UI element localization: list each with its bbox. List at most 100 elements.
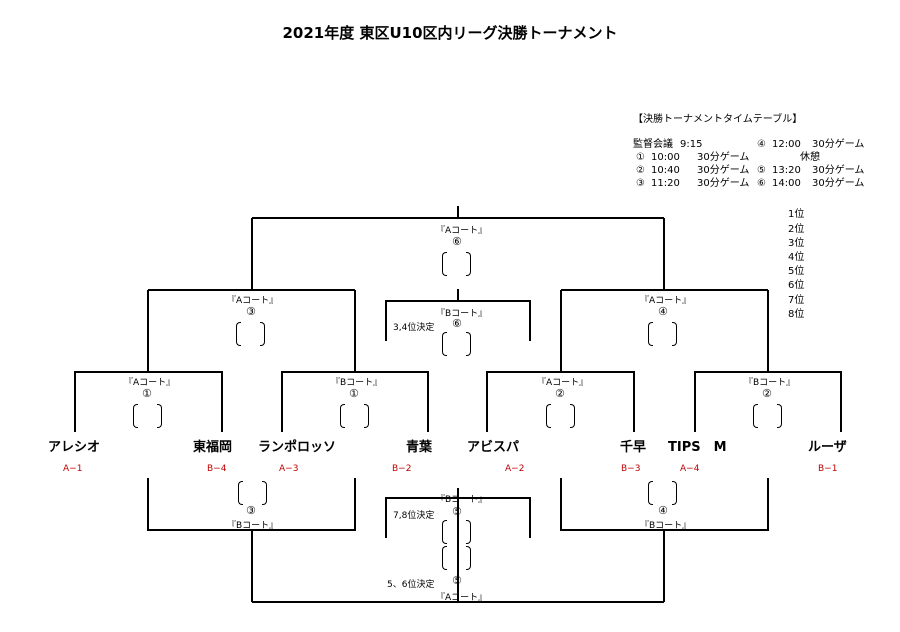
court-qf-2: 『Bコート』 [331, 378, 383, 388]
tt-row-4-time: 12:00 [772, 139, 801, 150]
rank-1: 1位 [788, 209, 805, 220]
score-bracket-right [672, 481, 677, 505]
timetable-heading: 【決勝トーナメントタイムテーブル】 [633, 114, 803, 125]
court-seventh-place: 『Bコート』 [436, 495, 488, 505]
game-final: ⑥ [452, 235, 462, 248]
score-bracket-right [777, 404, 782, 428]
seed-8: B−1 [818, 464, 838, 474]
score-bracket-left [442, 520, 447, 544]
tt-row-2-no: ② [636, 165, 645, 176]
seed-4: B−2 [392, 464, 412, 474]
score-bracket-left [648, 481, 653, 505]
tt-row-6-time: 14:00 [772, 178, 801, 189]
seed-5: A−2 [505, 464, 525, 474]
page-title: 2021年度 東区U10区内リーグ決勝トーナメント [282, 24, 618, 42]
seed-3: A−3 [279, 464, 299, 474]
court-lower-left: 『Bコート』 [227, 521, 279, 531]
game-qf-1: ① [142, 387, 152, 400]
score-bracket-right [364, 404, 369, 428]
rank-6: 6位 [788, 280, 805, 291]
court-third-place: 『Bコート』 [436, 309, 488, 319]
court-semi-left: 『Aコート』 [227, 296, 279, 306]
score-bracket-right [466, 520, 471, 544]
game-seventh-place: ⑤ [452, 505, 462, 518]
game-semi-right: ④ [658, 305, 668, 318]
meeting-label: 監督会議 [633, 139, 673, 150]
tt-row-4-dur: 30分ゲーム [812, 139, 865, 150]
tt-row-4-no: ④ [757, 139, 766, 150]
score-bracket-left [236, 322, 241, 346]
team-8: ルーザ [808, 440, 847, 455]
score-bracket-right [466, 546, 471, 570]
score-bracket-right [262, 481, 267, 505]
game-qf-4: ② [762, 387, 772, 400]
tt-row-2-dur: 30分ゲーム [697, 165, 750, 176]
score-bracket-left [648, 322, 653, 346]
tt-row-3-dur: 30分ゲーム [697, 178, 750, 189]
game-third-place: ⑥ [452, 317, 462, 330]
game-qf-2: ① [349, 387, 359, 400]
rank-2: 2位 [788, 224, 805, 235]
tt-row-6-no: ⑥ [757, 178, 766, 189]
game-qf-3: ② [555, 387, 565, 400]
court-fifth-place: 『Aコート』 [436, 593, 488, 603]
team-7: TIPS M [668, 440, 727, 455]
court-final: 『Aコート』 [436, 226, 488, 236]
score-bracket-right [672, 322, 677, 346]
rank-8: 8位 [788, 309, 805, 320]
team-1: アレシオ [48, 440, 101, 455]
score-bracket-right [157, 404, 162, 428]
fifth-place-label: 5、6位決定 [387, 580, 435, 590]
score-bracket-right [260, 322, 265, 346]
tt-row-1-no: ① [636, 152, 645, 163]
court-qf-1: 『Aコート』 [124, 378, 176, 388]
score-bracket-left [238, 481, 243, 505]
court-qf-4: 『Bコート』 [744, 378, 796, 388]
third-place-label: 3,4位決定 [393, 323, 435, 333]
score-bracket-right [466, 252, 471, 276]
tt-row-5-time: 13:20 [772, 165, 801, 176]
tt-break: 休憩 [800, 152, 820, 163]
tt-row-1-dur: 30分ゲーム [697, 152, 750, 163]
court-semi-right: 『Aコート』 [640, 296, 692, 306]
rank-5: 5位 [788, 266, 805, 277]
game-lower-right: ④ [658, 504, 668, 517]
game-semi-left: ③ [246, 305, 256, 318]
seed-7: A−4 [680, 464, 700, 474]
seed-2: B−4 [207, 464, 227, 474]
tt-row-3-time: 11:20 [651, 178, 680, 189]
score-bracket-left [340, 404, 345, 428]
tt-row-2-time: 10:40 [651, 165, 680, 176]
score-bracket-left [442, 252, 447, 276]
game-fifth-place: ⑤ [452, 574, 462, 587]
meeting-time: 9:15 [680, 139, 703, 150]
score-bracket-right [466, 332, 471, 356]
seventh-place-label: 7,8位決定 [393, 511, 435, 521]
tt-row-5-no: ⑤ [757, 165, 766, 176]
team-5: アビスパ [467, 440, 520, 455]
tt-row-1-time: 10:00 [651, 152, 680, 163]
team-2: 東福岡 [193, 440, 233, 455]
seed-1: A−1 [63, 464, 83, 474]
tt-row-6-dur: 30分ゲーム [812, 178, 865, 189]
score-bracket-left [546, 404, 551, 428]
game-lower-left: ③ [246, 504, 256, 517]
score-bracket-right [570, 404, 575, 428]
score-bracket-left [133, 404, 138, 428]
rank-7: 7位 [788, 295, 805, 306]
seed-6: B−3 [621, 464, 641, 474]
team-6: 千早 [620, 440, 647, 455]
team-4: 青葉 [406, 440, 433, 455]
score-bracket-left [442, 546, 447, 570]
tt-row-3-no: ③ [636, 178, 645, 189]
score-bracket-left [753, 404, 758, 428]
score-bracket-left [442, 332, 447, 356]
team-3: ランポロッソ [258, 440, 337, 455]
court-lower-right: 『Bコート』 [640, 521, 692, 531]
rank-3: 3位 [788, 238, 805, 249]
tt-row-5-dur: 30分ゲーム [812, 165, 865, 176]
rank-4: 4位 [788, 252, 805, 263]
court-qf-3: 『Aコート』 [537, 378, 589, 388]
